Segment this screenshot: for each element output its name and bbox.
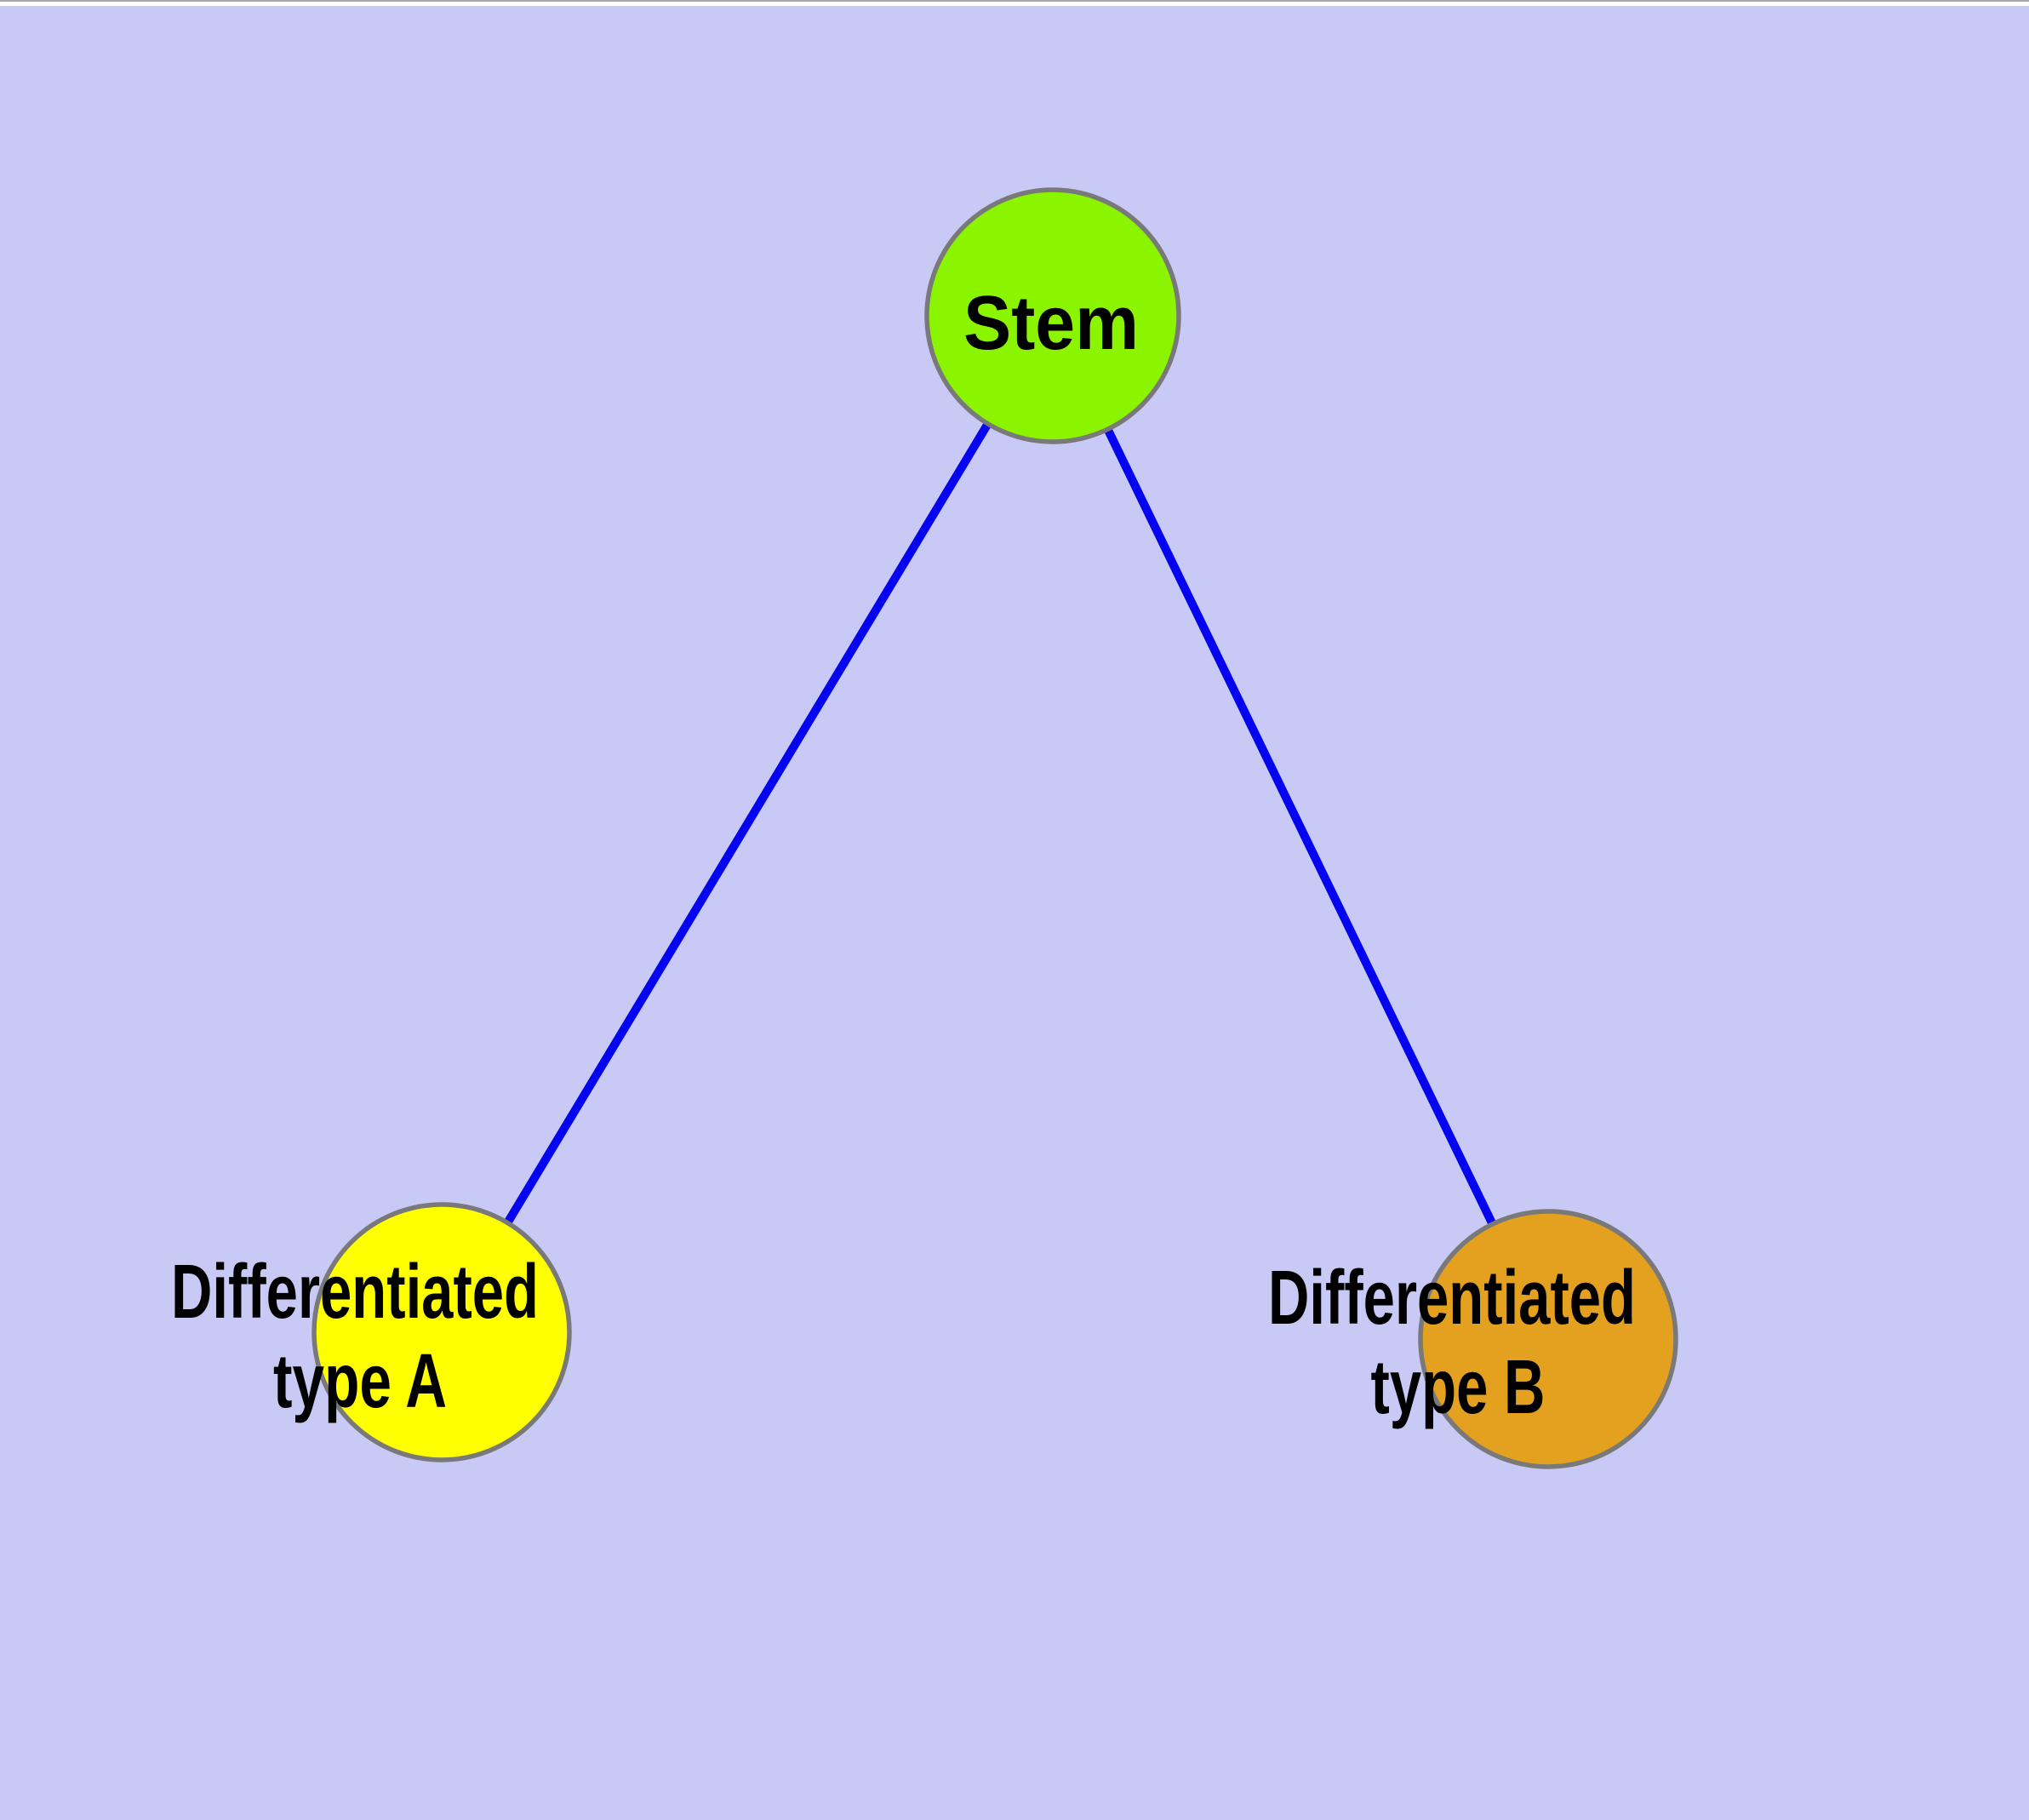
node-stem-circle[interactable] xyxy=(924,187,1181,444)
node-type-b-circle[interactable] xyxy=(1418,1209,1678,1469)
node-stem[interactable]: Stem xyxy=(924,187,1181,444)
edge-group xyxy=(437,313,1552,1342)
node-type-a-circle[interactable] xyxy=(311,1202,572,1462)
node-differentiated-type-b[interactable]: Differentiated type B xyxy=(1268,1209,1678,1469)
top-white-strip xyxy=(0,0,2029,6)
node-type-a-label-line1: Differentiated xyxy=(171,1250,539,1335)
node-type-b-label-line1: Differentiated xyxy=(1268,1256,1636,1341)
node-type-a-label-line2: type A xyxy=(273,1339,447,1424)
node-type-b-label-line2: type B xyxy=(1371,1345,1546,1430)
node-differentiated-type-a[interactable]: Differentiated type A xyxy=(171,1202,572,1462)
node-stem-label: Stem xyxy=(963,281,1139,366)
edge-stem-to-type-b xyxy=(1049,313,1552,1342)
top-hairline xyxy=(0,0,2029,2)
edge-stem-to-type-a xyxy=(437,313,1057,1335)
